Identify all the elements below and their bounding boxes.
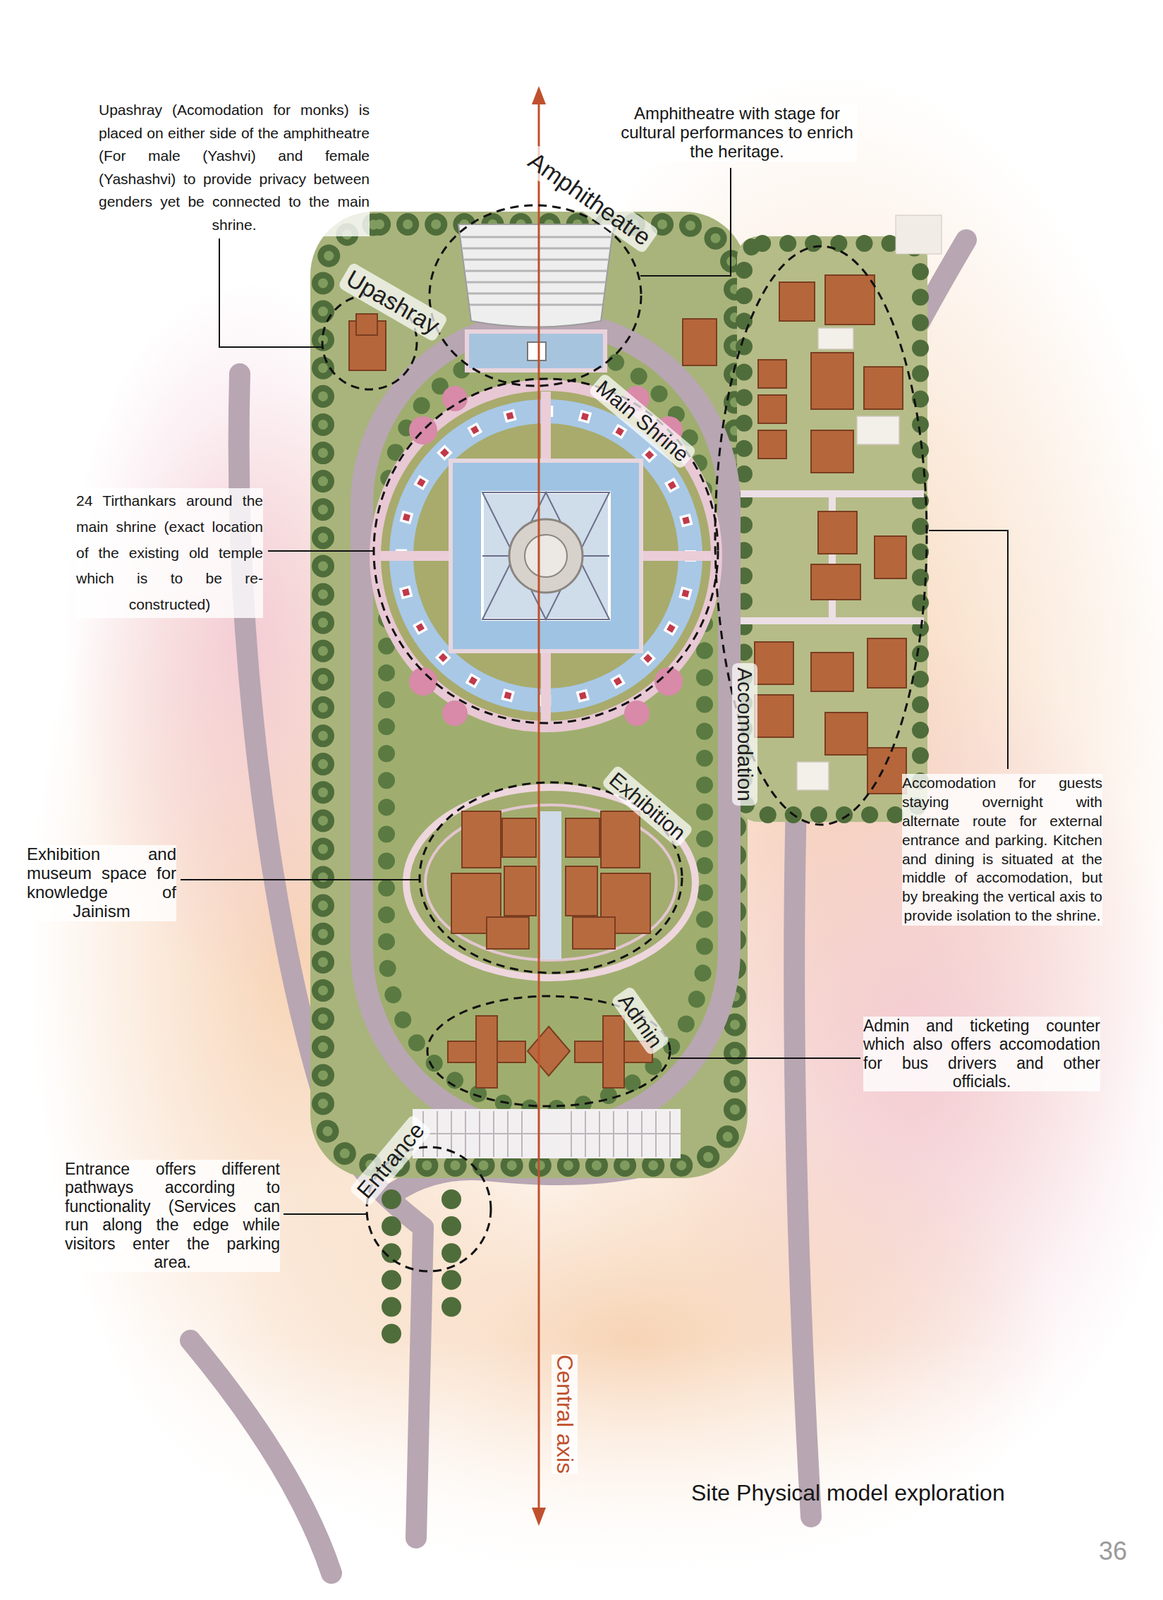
callout-note: Entrance offers different pathways accor…: [64, 1159, 280, 1272]
callout-note: Admin and ticketing counter which also o…: [863, 1016, 1101, 1092]
zone-ellipse: Entrance: [365, 1145, 493, 1273]
zone-ellipse: Main Shrine: [372, 377, 720, 725]
caption: Site Physical model exploration: [691, 1479, 1006, 1506]
callout-note: Accomodation for guests staying overnigh…: [902, 773, 1103, 926]
zone-ellipse: Exhibition: [418, 780, 684, 974]
zone-label: Accomodation: [732, 662, 758, 806]
zone-ellipse: Admin: [425, 994, 672, 1108]
callout-note: Upashray (Acomodation for monks) is plac…: [98, 98, 370, 237]
axis-label: Central axis: [551, 1354, 578, 1474]
callout-note: 24 Tirthankars around the main shrine (e…: [76, 488, 264, 618]
callout-note: Exhibition and museum space for knowledg…: [26, 844, 177, 922]
dashed-outline: [715, 246, 927, 825]
zone-ellipse: Amphitheatre: [428, 203, 643, 388]
zone-label: Admin: [610, 985, 671, 1056]
zone-label: Main Shrine: [588, 372, 698, 470]
callout-note: Amphitheatre with stage for cultural per…: [617, 104, 857, 162]
page-number: 36: [1098, 1536, 1128, 1566]
dashed-outline: [429, 205, 642, 386]
zone-ellipse: Accomodation: [713, 244, 929, 826]
zone-ellipse: Upashray: [320, 293, 419, 391]
